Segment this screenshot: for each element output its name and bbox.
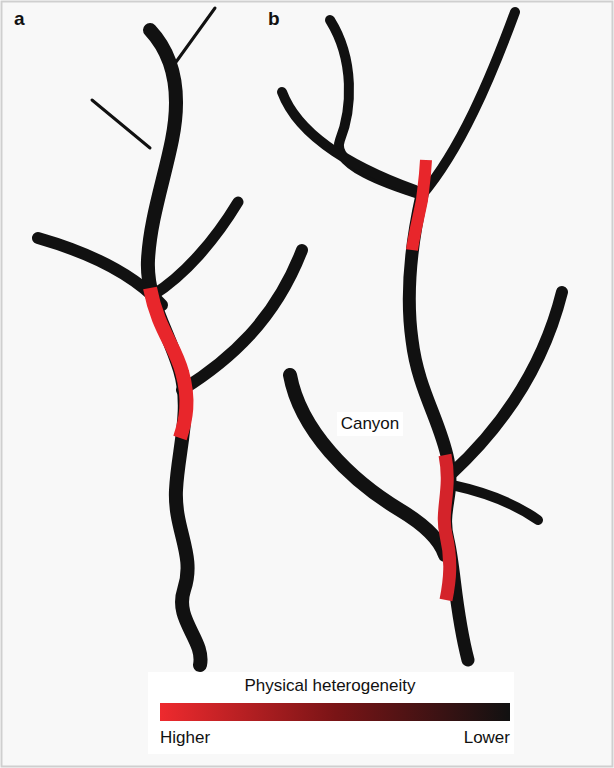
high-heterogeneity-reach [444,455,450,600]
high-heterogeneity-reach [412,160,426,250]
river-network-a [38,8,302,665]
legend-end-label: Higher [160,728,210,748]
panel-letter: a [14,8,25,30]
river-network-b [282,12,562,660]
legend-title: Physical heterogeneity [240,676,419,696]
region-label: Canyon [337,412,404,436]
high-heterogeneity-reach [150,288,186,438]
legend-end-label: Lower [464,728,510,748]
legend-panel [148,672,514,754]
panel-letter: b [268,8,280,30]
heterogeneity-color-bar [160,703,510,721]
